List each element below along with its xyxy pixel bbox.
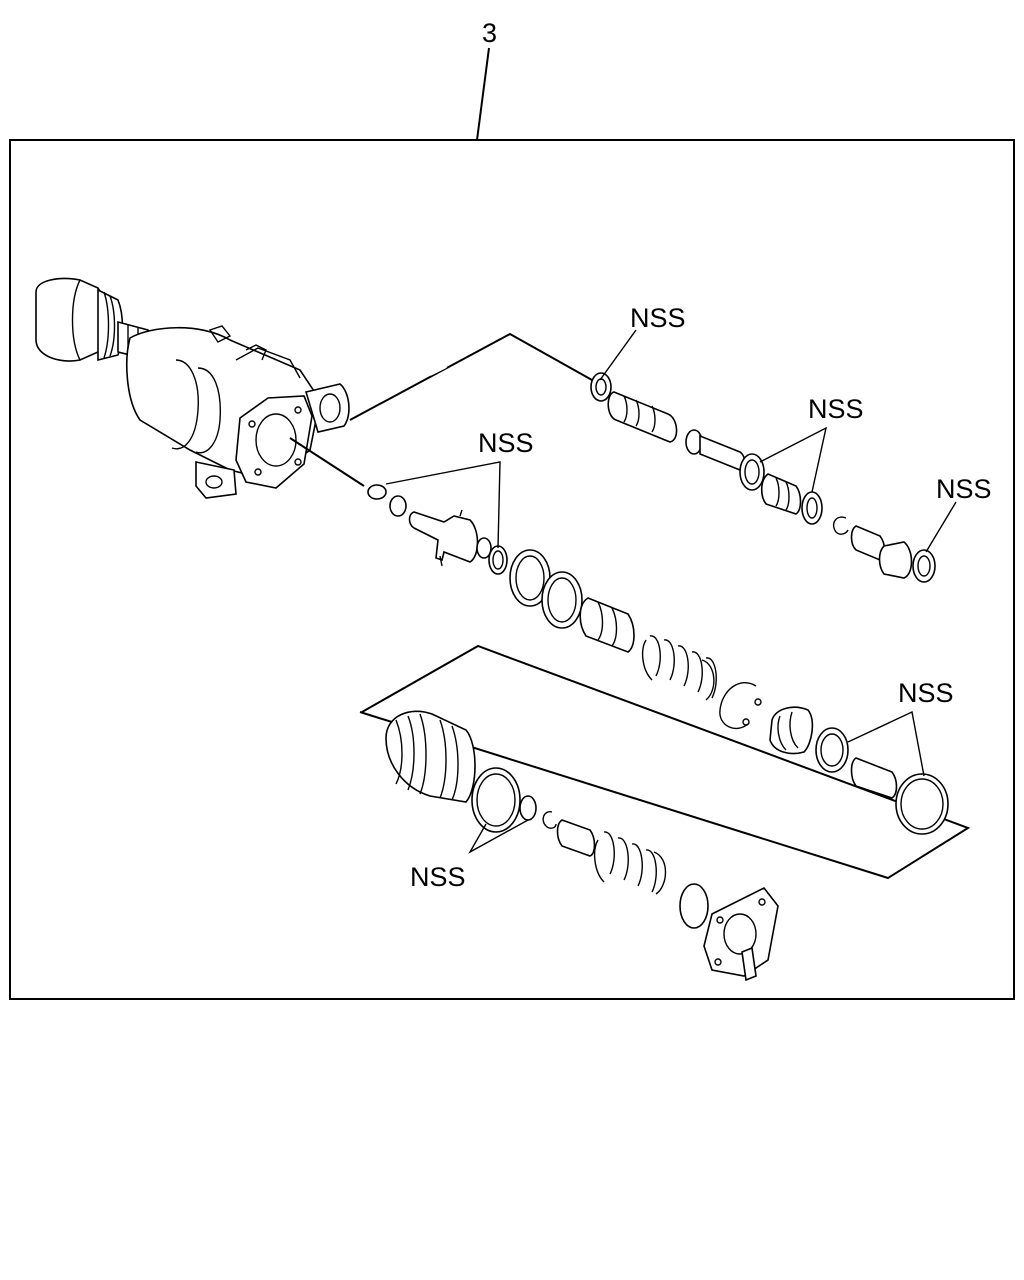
nss-label-5: NSS <box>898 678 954 708</box>
end-cover <box>703 886 779 977</box>
o-ring-7 <box>895 773 949 835</box>
nss-leader-4 <box>925 501 957 553</box>
upper-spool-parts <box>590 372 936 583</box>
large-piston <box>385 710 476 803</box>
o-ring-5 <box>488 545 508 575</box>
nss-label-4: NSS <box>936 474 992 504</box>
spool-valve-1 <box>607 391 678 443</box>
snap-ring-1 <box>719 682 757 729</box>
nss-leader-5 <box>847 710 925 777</box>
middle-parts-row <box>367 484 949 835</box>
nss-leader-3 <box>385 461 501 549</box>
plunger <box>850 757 898 799</box>
nss-label-1: NSS <box>630 303 686 333</box>
callout-number-3: 3 <box>482 18 497 48</box>
callout-leader <box>476 47 490 141</box>
nss-label-6: NSS <box>410 862 466 892</box>
spool-valve-2 <box>699 434 746 471</box>
nss-leader-1 <box>599 329 637 381</box>
check-valve-body <box>408 511 479 563</box>
o-ring-3 <box>801 491 823 525</box>
upper-center-line <box>349 332 593 421</box>
nss-label-3: NSS <box>478 428 534 458</box>
small-o-ring <box>367 484 387 500</box>
seal-ring-2 <box>541 571 583 629</box>
piston-2 <box>579 597 635 653</box>
o-ring-8 <box>471 767 521 833</box>
lower-center-line-box <box>359 644 971 880</box>
piston-1 <box>760 473 802 515</box>
mid-center-line <box>289 437 365 487</box>
o-ring-2 <box>739 453 765 491</box>
nss-label-2: NSS <box>808 394 864 424</box>
main-housing-assembly <box>35 277 350 499</box>
diagram-frame <box>9 139 1015 1000</box>
spring-1 <box>649 635 717 699</box>
snap-ring-2 <box>542 811 557 829</box>
nss-leader-6 <box>468 819 529 854</box>
o-ring-4 <box>912 549 936 583</box>
lower-parts-row <box>385 710 779 982</box>
o-ring-1 <box>590 372 612 402</box>
spring-2 <box>603 831 657 893</box>
gasket <box>679 883 709 929</box>
nss-leader-2 <box>759 426 828 493</box>
